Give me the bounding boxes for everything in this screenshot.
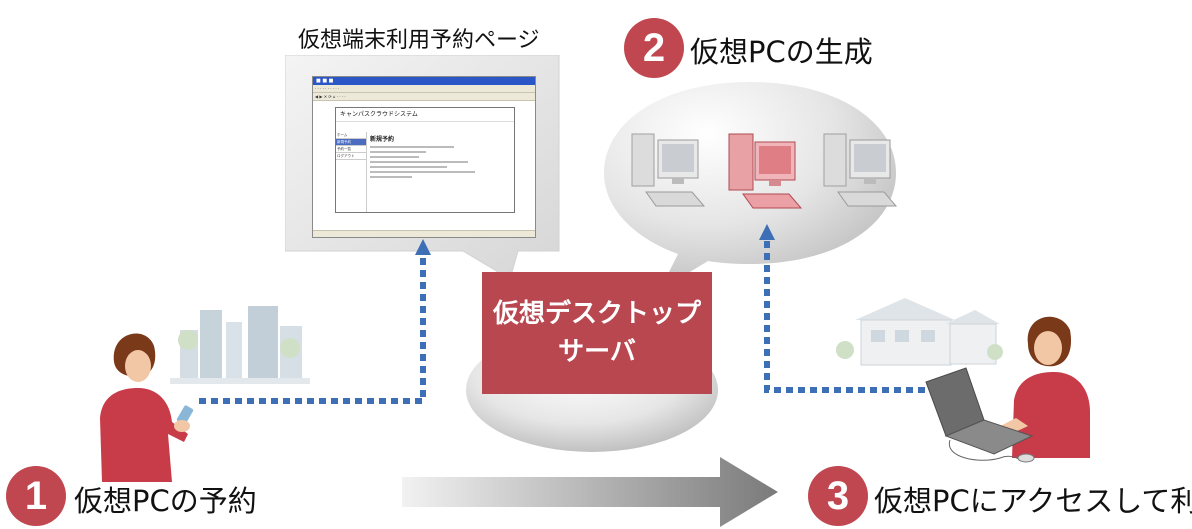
server-label-line2: サーバ: [558, 337, 636, 367]
browser-toolbar: ◀ ▶ ✕ ⟳ ⌂ · · · ·: [313, 93, 535, 101]
progress-arrow: [402, 457, 778, 527]
city-illustration: [170, 306, 310, 384]
step-3-number: 3: [808, 466, 868, 526]
reservation-browser-window: ■ ■ ■ · · · · · · · · · · ◀ ▶ ✕ ⟳ ⌂ · · …: [312, 76, 536, 238]
site-menu: ホーム 新規予約 予約一覧 ログアウト: [336, 132, 367, 212]
browser-menu-bar: · · · · · · · · · ·: [313, 85, 535, 93]
step-3-label: 仮想PCにアクセスして利用: [874, 484, 1192, 518]
site-title: キャンパスクラウドシステム: [336, 108, 514, 122]
virtual-pc-1: [631, 133, 706, 207]
reservation-request-arrow: [199, 239, 431, 404]
house-illustration: [836, 298, 1003, 366]
content-heading: 新規予約: [370, 136, 395, 143]
site-content: 新規予約: [370, 134, 510, 181]
site-subtitle: [336, 122, 514, 132]
step-2-number: 2: [624, 18, 684, 78]
step-1-label: 仮想PCの予約: [74, 484, 257, 518]
virtual-pc-2-generated: [728, 133, 803, 209]
site-menu-item[interactable]: 予約一覧: [336, 146, 366, 153]
step-2-label: 仮想PCの生成: [690, 35, 873, 69]
site-menu-item[interactable]: ログアウト: [336, 153, 366, 160]
browser-title-bar: ■ ■ ■: [313, 77, 535, 85]
virtual-desktop-server: 仮想デスクトップ サーバ: [482, 272, 712, 394]
user-with-laptop: [925, 316, 1090, 463]
server-label-line1: 仮想デスクトップ: [492, 299, 701, 329]
reservation-page-title: 仮想端末利用予約ページ: [298, 28, 540, 53]
browser-status-bar: [313, 230, 535, 237]
virtual-pc-3: [823, 133, 898, 207]
site-menu-item[interactable]: ホーム: [336, 132, 366, 139]
step-1-number: 1: [6, 466, 66, 526]
user-with-phone: [100, 333, 194, 482]
access-arrow: [759, 224, 925, 393]
reservation-site: キャンパスクラウドシステム ホーム 新規予約 予約一覧 ログアウト 新規予約: [335, 107, 515, 213]
site-menu-item[interactable]: 新規予約: [336, 139, 366, 146]
